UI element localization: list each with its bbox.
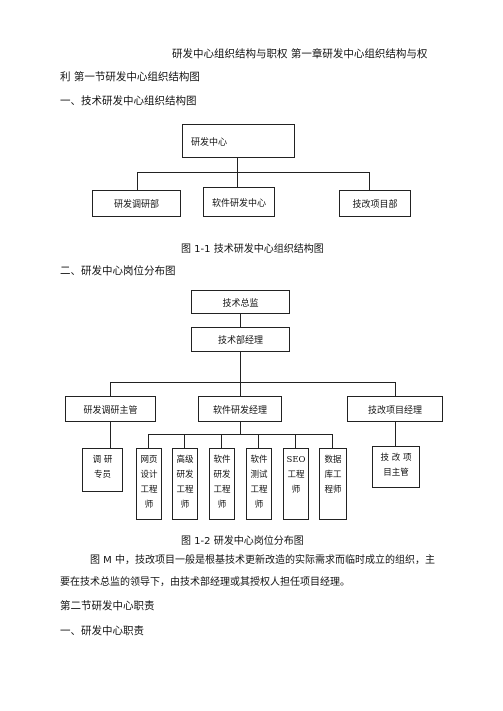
connector [137,172,370,174]
connector [110,382,396,384]
org-node-tech-project-dept: 技改项目部 [339,190,411,217]
org-node-software-center: 软件研发中心 [203,187,275,217]
connector [240,314,242,327]
org-node-database-engineer: 数据 库工 程师 [319,448,347,520]
figure-caption-2: 图 1-2 研发中心岗位分布图 [181,536,304,547]
section-heading-duties: 第二节研发中心职责 [60,600,155,612]
connector [395,382,397,396]
connector [395,422,397,446]
org-node-software-rd-engineer: 软件 研发 工程 师 [209,448,235,520]
org-node-tech-project-manager: 技改项目经理 [347,396,443,422]
org-node-research-specialist: 调 研 专员 [82,448,123,492]
connector [110,382,112,396]
org-node-senior-rd-engineer: 高级 研发 工程 师 [172,448,198,520]
org-node-tech-project-supervisor: 技 改 项 目主管 [372,446,420,488]
paragraph-line: 图 M 中，技改项目一般是根基技术更新改造的实际需求而临时成立的组织，主 [90,555,435,566]
connector [148,434,150,448]
org-node-seo-engineer: SEO 工程 师 [283,448,309,520]
connector [148,434,333,436]
org-node-cto: 技术总监 [191,290,290,314]
connector [240,352,242,382]
section-heading-org-chart: 一、技术研发中心组织结构图 [60,95,197,107]
org-node-tech-manager: 技术部经理 [191,327,290,352]
connector [332,434,334,448]
figure-caption-1: 图 1-1 技术研发中心组织结构图 [181,244,324,255]
org-node-research-supervisor: 研发调研主管 [65,396,156,422]
doc-title-line1: 研发中心组织结构与职权 第一章研发中心组织结构与权 [172,48,428,60]
org-node-root: 研发中心 [182,124,295,158]
connector [110,422,112,448]
connector [240,422,242,434]
org-node-web-designer: 网页 设计 工程 师 [136,448,162,520]
connector [295,434,297,448]
connector [258,434,260,448]
connector [240,382,242,396]
connector [237,172,239,187]
connector [137,172,139,190]
subsection-heading-duties: 一、研发中心职责 [60,625,144,637]
paragraph-line: 要在技术总监的领导下，由技术部经理或其授权人担任项目经理。 [60,577,350,588]
doc-title-line2: 利 第一节研发中心组织结构图 [60,71,200,83]
connector [221,434,223,448]
org-node-software-manager: 软件研发经理 [198,396,282,422]
org-node-research-dept: 研发调研部 [92,190,181,217]
connector [369,172,371,190]
connector [237,158,239,172]
org-node-software-test-engineer: 软件 测试 工程 师 [246,448,272,520]
connector [184,434,186,448]
section-heading-positions: 二、研发中心岗位分布图 [60,265,176,277]
